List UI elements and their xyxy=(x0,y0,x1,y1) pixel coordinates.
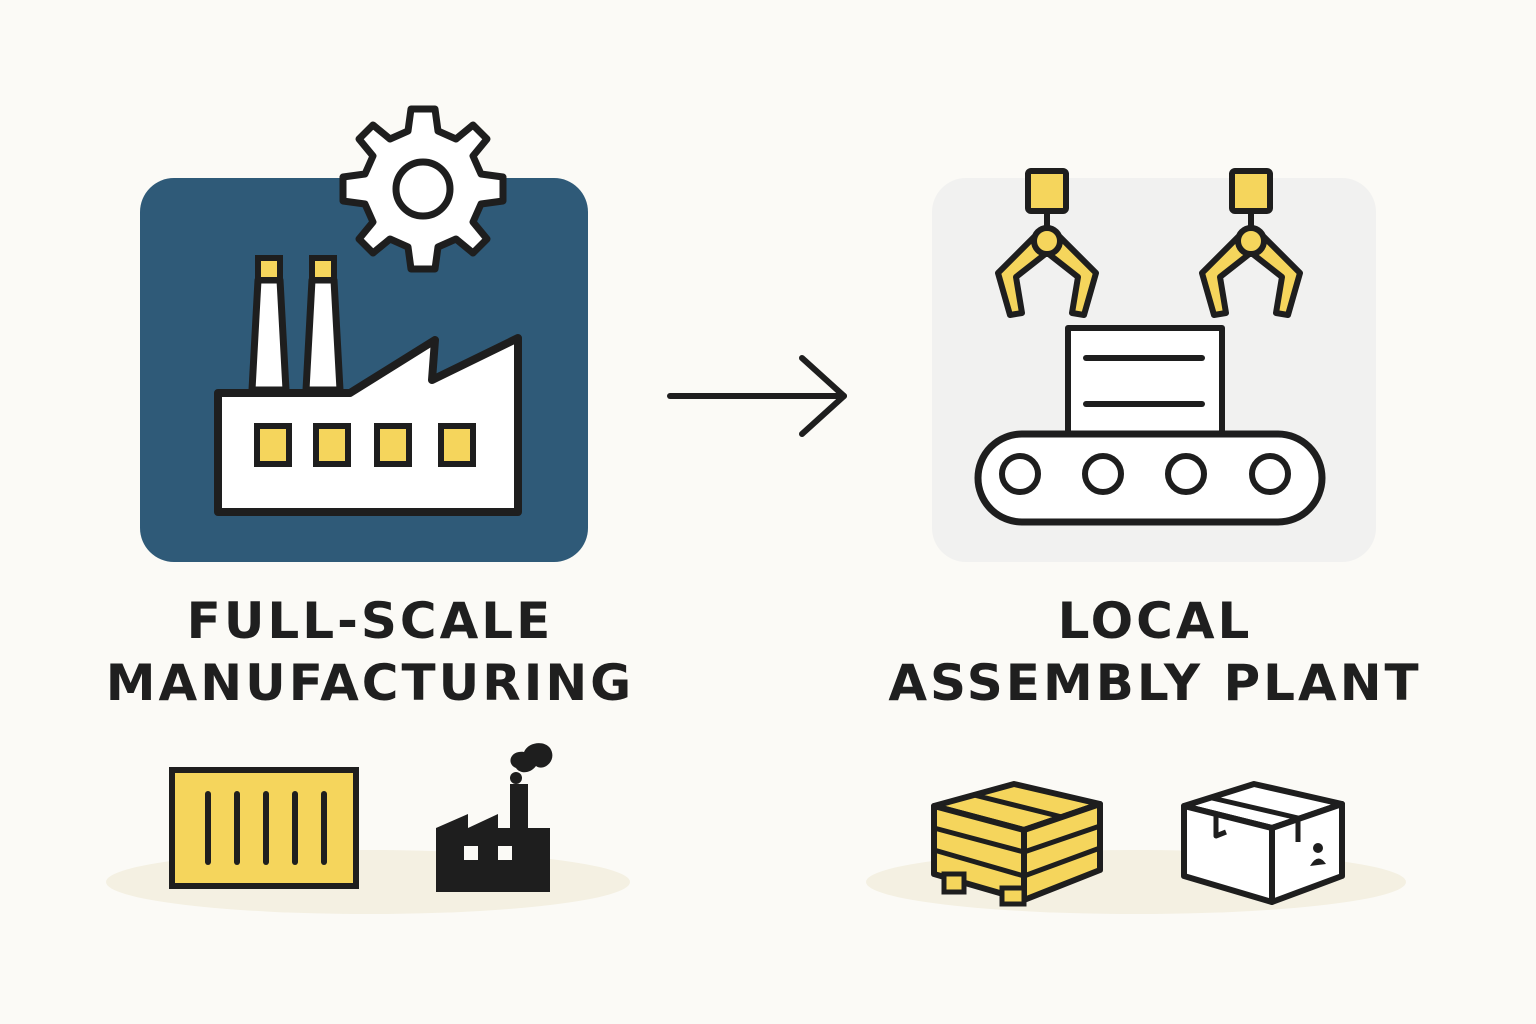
robotic-claw-icon xyxy=(1188,165,1318,325)
factory-icon xyxy=(210,250,530,520)
local-assembly-plant-caption: LOCAL ASSEMBLY PLANT xyxy=(855,590,1455,714)
conveyor-belt-icon xyxy=(970,322,1330,532)
factory-smoke-icon xyxy=(432,738,556,898)
cardboard-box-icon xyxy=(1176,778,1352,908)
shipping-container-icon xyxy=(168,766,360,890)
caption-line-2: ASSEMBLY PLANT xyxy=(888,654,1422,712)
caption-line-1: LOCAL xyxy=(1057,592,1253,650)
caption-line-2: MANUFACTURING xyxy=(105,654,635,712)
full-scale-manufacturing-caption: FULL-SCALE MANUFACTURING xyxy=(70,590,670,714)
caption-line-1: FULL-SCALE xyxy=(186,592,554,650)
pallet-crate-icon xyxy=(926,778,1110,908)
gear-icon xyxy=(338,104,508,274)
robotic-claw-icon xyxy=(984,165,1114,325)
arrow-right-icon xyxy=(664,350,854,442)
